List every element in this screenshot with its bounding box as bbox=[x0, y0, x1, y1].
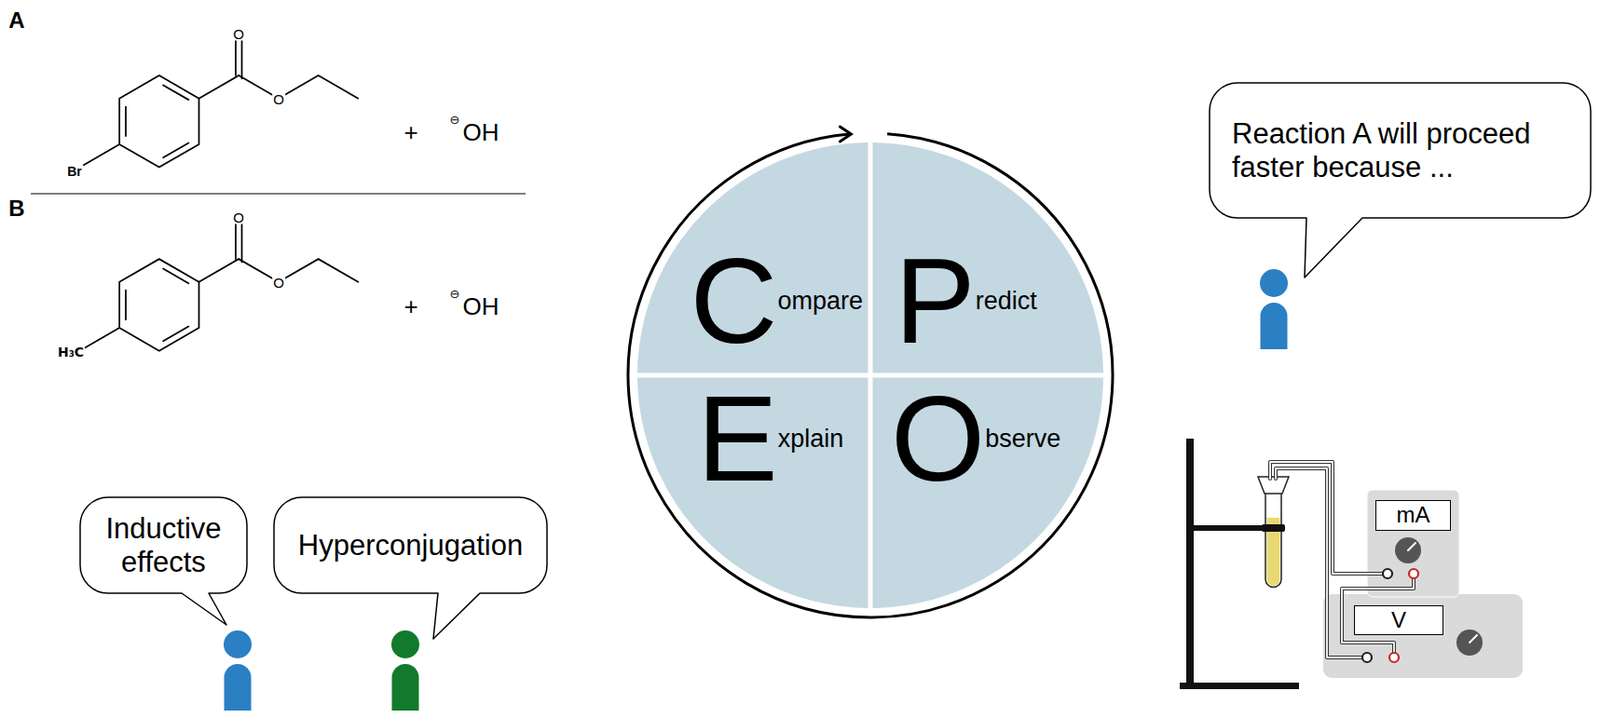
speech-bubble: Inductive effects bbox=[79, 496, 248, 595]
bubble-border bbox=[1209, 82, 1591, 278]
quadrant-fill bbox=[873, 378, 1104, 609]
double-bond-line bbox=[163, 327, 189, 342]
initial-letter: E bbox=[697, 378, 779, 500]
atom-label: Br bbox=[66, 164, 83, 178]
stand-base bbox=[1179, 683, 1300, 690]
step-word: redict bbox=[975, 288, 1038, 315]
bond bbox=[198, 259, 239, 283]
display-text: mA bbox=[1396, 503, 1431, 528]
wire-core bbox=[1275, 468, 1363, 658]
display-text: V bbox=[1391, 608, 1407, 633]
quadrant-label: Compare bbox=[690, 240, 863, 362]
step-word: bserve bbox=[984, 426, 1061, 452]
quadrant-label: Observe bbox=[890, 378, 1061, 500]
carbonyl-bond bbox=[234, 220, 237, 260]
quadrant-label: Explain bbox=[697, 378, 844, 500]
compare-quadrant: Compare bbox=[637, 142, 871, 376]
speech-bubble: Hyperconjugation bbox=[273, 496, 548, 595]
terminal bbox=[1362, 653, 1372, 663]
plus-sign: + bbox=[402, 294, 419, 319]
clamp-jaw bbox=[1261, 524, 1286, 533]
atom-label: O bbox=[232, 210, 246, 225]
plus-sign: + bbox=[402, 120, 419, 145]
double-bond-line bbox=[163, 268, 189, 284]
benzene-ring bbox=[119, 259, 199, 352]
person-head bbox=[391, 630, 420, 659]
experiment-apparatus bbox=[1179, 438, 1523, 690]
step-word: ompare bbox=[777, 288, 863, 315]
quadrant-fill bbox=[637, 142, 868, 373]
carbonyl-bond bbox=[241, 220, 244, 263]
stand-rod bbox=[1186, 438, 1194, 689]
reagent-label: OH bbox=[462, 120, 501, 145]
double-bond-line bbox=[124, 107, 127, 137]
dial-needle bbox=[1408, 543, 1416, 551]
ammeter-display: mA bbox=[1375, 500, 1451, 532]
bubble-text: Inductive effects bbox=[92, 512, 235, 579]
terminal bbox=[1408, 569, 1419, 579]
molecule-a bbox=[82, 36, 359, 167]
electrode-holder bbox=[1258, 477, 1289, 494]
student-figure bbox=[391, 630, 420, 712]
speech-bubble: Reaction A will proceed faster because .… bbox=[1208, 82, 1592, 219]
molecule-b bbox=[82, 220, 359, 352]
carbonyl-bond bbox=[234, 36, 237, 76]
bubble-text: Hyperconjugation bbox=[298, 529, 523, 563]
atom-label: O bbox=[232, 27, 246, 42]
charge-symbol: ⊖ bbox=[449, 113, 462, 126]
atom-label: O bbox=[272, 92, 286, 107]
cycle-arrowhead bbox=[839, 126, 851, 142]
double-bond-line bbox=[163, 84, 189, 100]
clamp-arm bbox=[1193, 525, 1265, 532]
quadrant-fill bbox=[873, 142, 1104, 373]
observe-quadrant: Observe bbox=[870, 375, 1104, 609]
double-bond-line bbox=[124, 290, 127, 320]
cycle-ring bbox=[628, 134, 1113, 618]
panel-letter: A bbox=[7, 9, 26, 32]
carbonyl-bond bbox=[241, 36, 244, 79]
step-word: xplain bbox=[778, 426, 845, 452]
benzene-ring bbox=[119, 75, 199, 168]
terminal bbox=[1382, 569, 1393, 579]
atom-label: O bbox=[272, 275, 286, 290]
power-supply-body bbox=[1323, 594, 1523, 679]
atom-label: H₃C bbox=[56, 345, 85, 359]
dial-needle bbox=[1469, 635, 1477, 643]
person-body bbox=[224, 664, 252, 712]
explain-quadrant: Explain bbox=[637, 375, 871, 609]
substituent-bond bbox=[82, 328, 121, 351]
ammeter-dial bbox=[1394, 537, 1422, 564]
charge-symbol: ⊖ bbox=[449, 287, 462, 301]
bubble-border bbox=[80, 497, 247, 626]
bond bbox=[198, 75, 239, 99]
panel-letter: B bbox=[7, 197, 26, 220]
person-head bbox=[1259, 269, 1288, 298]
reagent-label: OH bbox=[462, 294, 501, 319]
substituent-bond bbox=[82, 144, 121, 167]
bubble-border bbox=[273, 497, 548, 640]
power-supply-knob bbox=[1456, 629, 1483, 657]
predict-quadrant: Predict bbox=[870, 142, 1104, 376]
test-tube bbox=[1265, 492, 1282, 589]
person-body bbox=[1260, 302, 1288, 350]
student-figure bbox=[223, 630, 252, 712]
initial-letter: C bbox=[690, 240, 779, 362]
double-bond-line bbox=[163, 142, 189, 158]
initial-letter: O bbox=[890, 378, 985, 500]
terminal bbox=[1389, 653, 1399, 663]
separator-line bbox=[30, 192, 526, 194]
student-figure bbox=[1259, 269, 1288, 350]
initial-letter: P bbox=[894, 240, 976, 362]
wire bbox=[1275, 468, 1363, 658]
ester-chain bbox=[238, 259, 358, 283]
quadrant-label: Predict bbox=[894, 240, 1038, 362]
person-head bbox=[223, 630, 252, 659]
ester-chain bbox=[238, 75, 358, 99]
quadrant-fill bbox=[637, 378, 868, 609]
power-supply-display: V bbox=[1353, 605, 1444, 636]
person-body bbox=[392, 664, 420, 712]
bubble-text: Reaction A will proceed faster because .… bbox=[1231, 117, 1569, 184]
